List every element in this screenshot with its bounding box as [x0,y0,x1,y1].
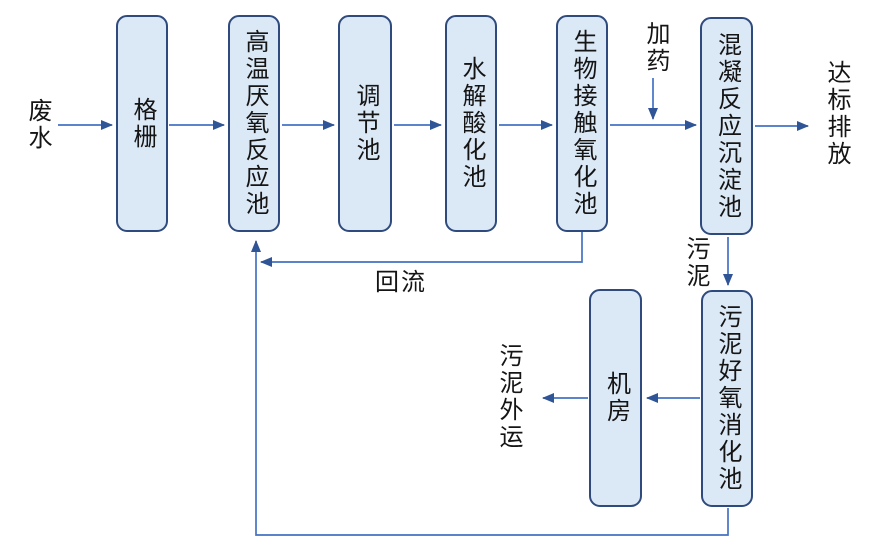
node-regulating-tank-label: 调节池 [352,83,379,164]
node-coagulation-sedimentation-tank: 混凝反应沉淀池 [700,17,753,235]
node-coagulation-sedimentation-tank-label: 混凝反应沉淀池 [713,31,741,221]
label-sludge: 污泥 [670,235,720,291]
label-sludge-out-text: 污泥外运 [495,343,522,451]
label-reflux: 回流 [370,263,432,296]
label-sludge-out: 污泥外运 [482,338,534,456]
label-discharge-text: 达标排放 [823,60,850,168]
edge-digestion-return [251,240,729,536]
node-regulating-tank: 调节池 [338,15,392,232]
node-machine-room: 机房 [589,289,642,507]
node-hydrolysis-acidification-tank: 水解酸化池 [445,15,497,232]
label-sludge-text: 污泥 [682,236,709,290]
label-discharge: 达标排放 [810,52,862,176]
edge-reflux [260,232,583,267]
node-sludge-aerobic-digestion-tank-label: 污泥好氧消化池 [714,304,741,493]
node-bio-contact-oxidation-tank-label: 生物接触氧化池 [569,29,596,218]
node-anaerobic-reactor-label: 高温厌氧反应池 [241,29,268,218]
label-influent: 废水 [12,95,62,155]
label-dosing: 加药 [630,18,680,78]
label-reflux-text: 回流 [375,268,427,296]
node-sludge-aerobic-digestion-tank: 污泥好氧消化池 [701,290,753,507]
label-dosing-text: 加药 [642,21,669,75]
node-grid-screen-label: 格栅 [129,96,156,151]
label-influent-text: 废水 [24,98,51,152]
node-anaerobic-reactor: 高温厌氧反应池 [228,15,280,232]
node-hydrolysis-acidification-tank-label: 水解酸化池 [458,56,485,191]
node-machine-room-label: 机房 [602,371,630,425]
node-grid-screen: 格栅 [116,15,168,232]
node-bio-contact-oxidation-tank: 生物接触氧化池 [556,15,608,232]
